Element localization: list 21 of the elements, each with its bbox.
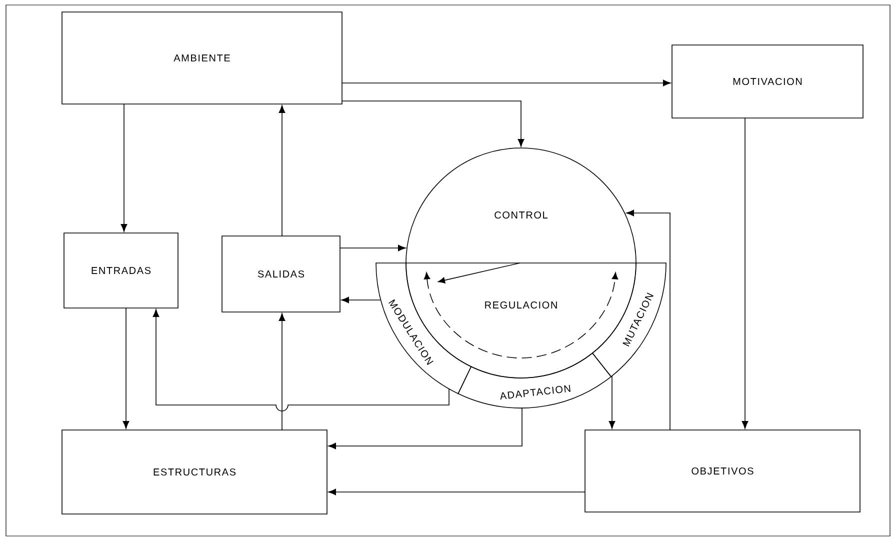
process-box: SALIDAS — [222, 236, 340, 312]
arrow — [341, 296, 382, 304]
arrow — [122, 308, 130, 429]
process-box: AMBIENTE — [62, 12, 342, 104]
arrow — [120, 104, 128, 232]
arrow — [626, 210, 670, 430]
arrow — [340, 244, 406, 252]
arrow — [278, 313, 286, 430]
arrow — [328, 408, 522, 450]
process-box: ESTRUCTURAS — [62, 430, 328, 514]
arrow — [328, 488, 586, 496]
arrow — [342, 100, 524, 147]
process-box: OBJETIVOS — [584, 430, 860, 512]
arrow — [278, 105, 286, 236]
arrow — [152, 309, 450, 412]
arrow — [342, 80, 671, 86]
ring-segment: ADAPTACION — [458, 352, 612, 408]
process-box: MOTIVACION — [672, 44, 864, 118]
arrow — [608, 376, 616, 429]
process-box: ENTRADAS — [64, 232, 178, 308]
arrow — [742, 118, 748, 429]
